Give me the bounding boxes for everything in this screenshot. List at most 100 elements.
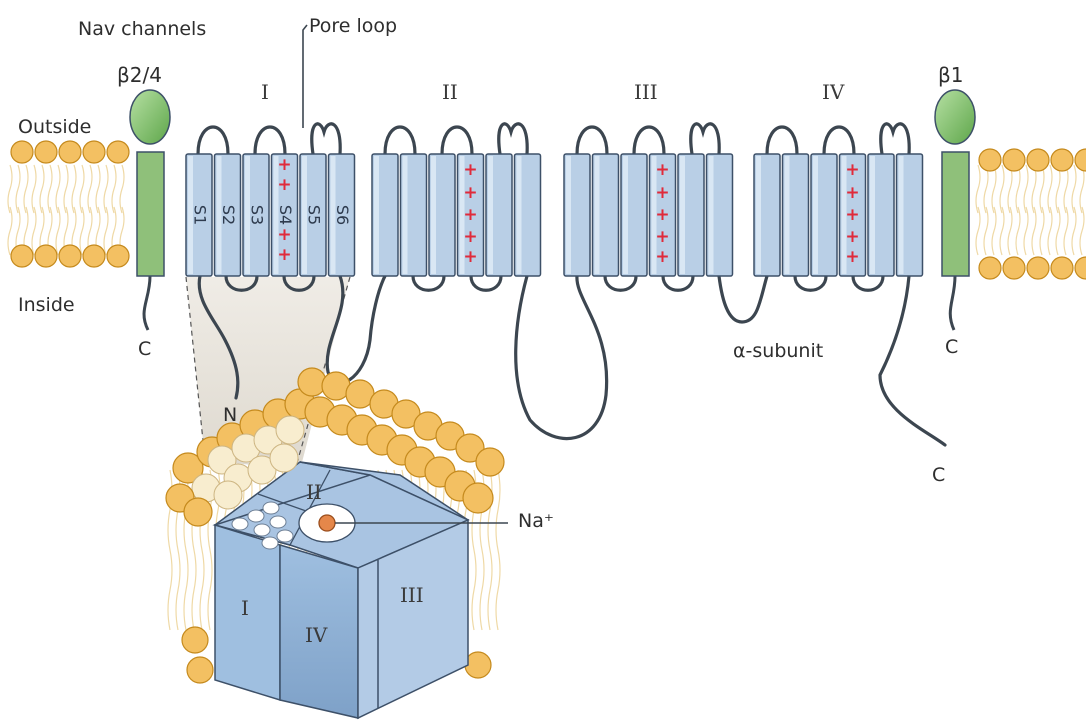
lipid-tail [1080,165,1084,213]
lipid-tail [56,165,60,213]
helix-highlight [374,156,379,274]
lipid-head [59,141,81,163]
s4-plus-charge: + [655,227,669,247]
lipid-bilayer [8,141,1086,279]
lipid-tail [1048,165,1052,213]
s4-plus-charge: + [845,247,859,267]
lipid-head [35,245,57,267]
s4-plus-charge: + [845,227,859,247]
helix-highlight [709,156,714,274]
lipid-tail [112,165,116,213]
lipid-head [35,141,57,163]
helix-highlight [403,156,408,274]
s4-plus-charge: + [277,175,291,195]
lipid-head [182,627,208,653]
lipid-head [83,245,105,267]
s4-plus-charge: + [655,160,669,180]
domain-label-1: I [261,82,269,102]
lipid-tail [1000,165,1004,213]
lipid-tail [32,165,36,213]
lipid-head-pale [270,444,298,472]
segment-label: S3 [248,205,267,225]
lipid-tail [976,207,980,255]
lipid-head [83,141,105,163]
lipid-tail [8,165,12,213]
s4-plus-charge: + [277,225,291,245]
lipid-tail [1048,207,1052,255]
inside-label: Inside [18,296,75,315]
segment-label: S1 [191,205,210,225]
diagram-title: Nav channels [78,20,206,39]
s4-plus-charge: + [277,245,291,265]
s4-plus-charge: + [277,155,291,175]
helix-highlight [756,156,761,274]
n-terminus: N [223,406,237,425]
lipid-tail [16,165,20,213]
lipid-tail [104,207,108,255]
lipid-head [107,245,129,267]
segment-label: S4 [276,205,295,225]
lipid-tail [1032,165,1036,213]
s4-plus-charge: + [655,247,669,267]
lipid-tail [40,165,44,213]
lipid-tail [32,207,36,255]
lipid-tail [976,165,980,213]
lipid-tail [1016,165,1020,213]
s4-plus-charge: + [463,227,477,247]
lipid-head [1051,149,1073,171]
lipid-head [1075,257,1086,279]
lipid-tail [1008,207,1012,255]
lipid-tail [1040,165,1044,213]
lipid-head [59,245,81,267]
lipid-tail [48,165,52,213]
sodium-ion [319,515,335,531]
lipid-tail [88,165,92,213]
lipid-tail [8,207,12,255]
s4-plus-charge: + [655,205,669,225]
lipid-head [1027,257,1049,279]
beta24-subunit [130,90,170,330]
helix-highlight [870,156,875,274]
lipid-tail [1064,207,1068,255]
cube-label-left: I [241,598,249,618]
sodium-label: Na⁺ [518,512,554,531]
lipid-tail [64,165,68,213]
domain-label-2: II [442,82,458,102]
lipid-tail [1080,207,1084,255]
lipid-tail [1000,207,1004,255]
lipid-tail [72,165,76,213]
lipid-head [465,652,491,678]
lipid-tail [984,207,988,255]
helix-highlight [431,156,436,274]
domain-label-3: III [634,82,658,102]
lipid-head [979,257,1001,279]
beta1-subunit [935,90,975,330]
lipid-tail [1024,165,1028,213]
lipid-tail [1072,207,1076,255]
beta1-label: β1 [938,65,964,85]
c-terminus-alpha: C [932,466,945,485]
cube-label-right: III [400,585,424,605]
lipid-head [298,368,326,396]
helix-highlight [517,156,522,274]
helix-highlight [488,156,493,274]
s4-plus-charge: + [463,205,477,225]
lipid-head [1027,149,1049,171]
lipid-tail [24,165,28,213]
cube-label-front: IV [305,625,327,645]
helix-highlight [595,156,600,274]
outside-label: Outside [18,118,91,137]
lipid-tail [1056,165,1060,213]
lipid-head [1051,257,1073,279]
lipid-head [1003,149,1025,171]
lipid-head [187,657,213,683]
s4-plus-charge: + [463,247,477,267]
lipid-tail [496,470,500,630]
lipid-tail [104,165,108,213]
lipid-head [1075,149,1086,171]
lipid-head [476,448,504,476]
helix-highlight [623,156,628,274]
lipid-tail [1016,207,1020,255]
